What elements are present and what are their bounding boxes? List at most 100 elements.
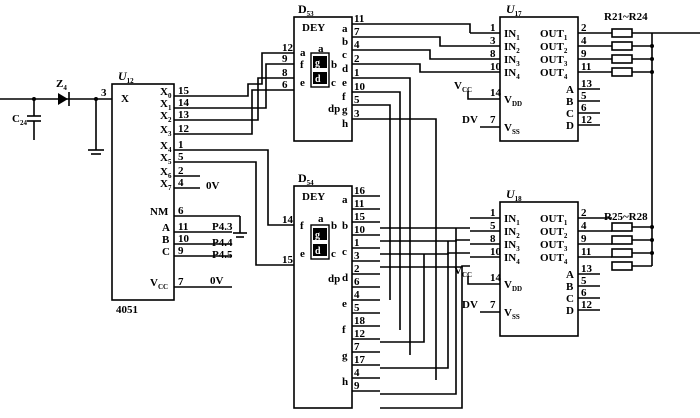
wire bbox=[380, 118, 437, 380]
u18-ref: U18 bbox=[506, 187, 522, 203]
resistor bbox=[611, 67, 633, 77]
svg-text:d: d bbox=[315, 246, 321, 257]
seg-a-top: a bbox=[318, 43, 324, 55]
u12-out-label: X3 bbox=[160, 124, 172, 138]
u12-out-label: X1 bbox=[160, 98, 172, 112]
junction-dot bbox=[650, 57, 654, 61]
resistor bbox=[611, 41, 633, 51]
wire bbox=[380, 241, 449, 369]
u17-pins-aux-pinnum: 13 bbox=[581, 78, 593, 90]
seg-f-label: f bbox=[300, 59, 304, 71]
d54-seg-label: e bbox=[342, 298, 347, 310]
u18-pins-in-pinnum: 5 bbox=[490, 220, 496, 232]
wire bbox=[380, 228, 457, 395]
u17-pins-out-pinnum: 4 bbox=[581, 35, 587, 47]
u12-out-pinnum: 15 bbox=[178, 85, 190, 97]
u18-pins-out-label: OUT1 bbox=[540, 213, 568, 227]
seg-dp-label: dp bbox=[328, 103, 340, 115]
seg-a-label: a bbox=[300, 47, 306, 59]
d54-right-pinnum: 10 bbox=[354, 224, 366, 236]
junction-dot bbox=[32, 97, 36, 101]
u18-pins-out-pinnum: 2 bbox=[581, 207, 587, 219]
d53-seg-label: g bbox=[342, 104, 348, 116]
u17-pins-vcc-label: VCC bbox=[454, 80, 472, 94]
u17-pins-out-label: OUT3 bbox=[540, 54, 568, 68]
u18-pins-in-label: IN2 bbox=[504, 226, 520, 240]
d53-seg-label: e bbox=[342, 77, 347, 89]
u17-pins-in-pinnum: 10 bbox=[490, 61, 502, 73]
wire bbox=[380, 104, 391, 300]
d53-right-pinnum: 4 bbox=[354, 39, 360, 51]
p43-label: P4.3 bbox=[212, 221, 233, 233]
d54-ref: D54 bbox=[298, 171, 314, 187]
d54-seg-label: b bbox=[342, 220, 348, 232]
resistor bbox=[611, 222, 633, 232]
u17-pins-aux-pinnum: 5 bbox=[581, 90, 587, 102]
resistor-arrays: R21~R24 R25~R28 bbox=[604, 11, 700, 271]
u12-ctrl-label: VCC bbox=[150, 277, 168, 291]
u18-pins-aux-pinnum: 13 bbox=[581, 263, 593, 275]
u12-ctrl-label: NM bbox=[150, 206, 169, 218]
d54-right-pinnum: 4 bbox=[354, 367, 360, 379]
junction-dot bbox=[650, 251, 654, 255]
u17-pins-vdd-pinnum: 14 bbox=[490, 87, 502, 99]
resistor bbox=[611, 235, 633, 245]
d54-right-pinnum: 17 bbox=[354, 354, 366, 366]
u12-out-pinnum: 12 bbox=[178, 123, 190, 135]
d53-seg-label: b bbox=[342, 36, 348, 48]
z4-label: Z4 bbox=[56, 78, 67, 92]
u12-ctrl-label: A bbox=[162, 222, 170, 234]
p44-label: P4.4 bbox=[212, 237, 233, 249]
u12-ref: U12 bbox=[118, 69, 134, 85]
u17-ref: U17 bbox=[506, 2, 522, 18]
u17-pins-vdd-label: VDD bbox=[504, 94, 522, 108]
d54-right-pinnum: 16 bbox=[354, 185, 366, 197]
junction-dot bbox=[650, 44, 654, 48]
u12-ctrl-label: C bbox=[162, 246, 170, 258]
d53-left-pinnum: 6 bbox=[282, 79, 288, 91]
u12-ctrl-pinnum: 10 bbox=[178, 233, 190, 245]
seg-f-label: f bbox=[300, 220, 304, 232]
d53-title: DEY bbox=[302, 22, 325, 34]
u18-pins-vdd-label: VDD bbox=[504, 279, 522, 293]
resistor bbox=[611, 261, 633, 271]
u12-x-pinnum: 3 bbox=[101, 87, 107, 99]
u18-pins-aux-pinnum: 6 bbox=[581, 287, 587, 299]
wire bbox=[380, 91, 401, 330]
resistor bbox=[611, 28, 633, 38]
u18-pins-abcd-label: D bbox=[566, 305, 574, 317]
u18-pins-vss-pinnum: 7 bbox=[490, 299, 496, 311]
u12-out-pinnum: 13 bbox=[178, 109, 190, 121]
junction-dot bbox=[650, 238, 654, 242]
d54-right-pinnum: 1 bbox=[354, 237, 360, 249]
u18-pins-vcc-label: VCC bbox=[454, 265, 472, 279]
seg-dp-label: dp bbox=[328, 273, 340, 285]
u17-pins-out-pinnum: 9 bbox=[581, 48, 587, 60]
u17-pins-out-pinnum: 2 bbox=[581, 22, 587, 34]
u18-pins-out-label: OUT3 bbox=[540, 239, 568, 253]
c24-label: C24 bbox=[12, 113, 27, 127]
u12-out-pinnum: 1 bbox=[178, 139, 184, 151]
u17-pins-in-label: IN4 bbox=[504, 67, 520, 81]
u17-pins-in-label: IN2 bbox=[504, 41, 520, 55]
u12-ctrl-pinnum: 11 bbox=[178, 221, 188, 233]
u18-pins-out-pinnum: 9 bbox=[581, 233, 587, 245]
wire bbox=[200, 149, 272, 226]
u18-pins-vdd-pinnum: 14 bbox=[490, 272, 502, 284]
u18-pins-abcd-label: A bbox=[566, 269, 574, 281]
u17-pins-vss-pinnum: 7 bbox=[490, 114, 496, 126]
wire bbox=[200, 77, 272, 121]
wire bbox=[380, 77, 411, 355]
wire bbox=[380, 49, 470, 60]
u17-pins-vss-label: VSS bbox=[504, 122, 520, 136]
wire bbox=[200, 63, 272, 109]
d54-left-pinnum: 14 bbox=[282, 214, 294, 226]
d53-seg-label: f bbox=[342, 91, 346, 103]
u12-out-pinnum: 5 bbox=[178, 151, 184, 163]
u18-pins-in-pinnum: 10 bbox=[490, 246, 502, 258]
u18-pins-abcd-label: C bbox=[566, 293, 574, 305]
svg-text:d: d bbox=[315, 74, 321, 85]
